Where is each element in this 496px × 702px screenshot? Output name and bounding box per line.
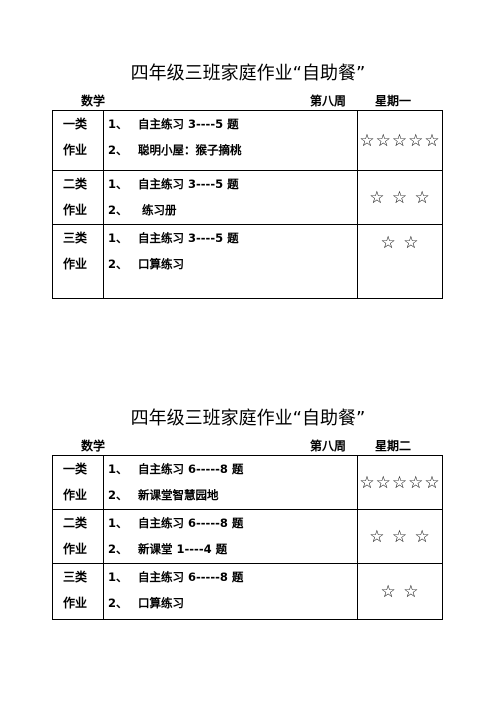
category-line: 二类: [63, 177, 88, 191]
table-row: 一类 作业 1、自主练习 3----5 题 2、聪明小屋：猴子摘桃 ☆☆☆☆☆: [52, 110, 443, 171]
list-item: 1、自主练习 3----5 题: [104, 111, 357, 137]
subject-label: 数学: [81, 439, 106, 453]
item-number: 1、: [108, 117, 128, 131]
item-text: 新课堂智慧园地: [138, 488, 219, 502]
item-number: 2、: [108, 596, 128, 610]
list-item: 2、 练习册: [104, 197, 357, 223]
list-item: 2、口算练习: [104, 251, 357, 277]
item-text: 自主练习 6-----8 题: [138, 462, 244, 476]
table-row: 二类 作业 1、自主练习 3----5 题 2、 练习册 ☆ ☆ ☆: [52, 170, 443, 225]
list-item: 1、自主练习 6-----8 题: [104, 456, 357, 482]
items-cell: 1、自主练习 3----5 题 2、口算练习: [103, 224, 358, 299]
item-number: 1、: [108, 516, 128, 530]
category-line: 三类: [63, 570, 88, 584]
item-number: 2、: [108, 542, 128, 556]
homework-table: 一类 作业 1、自主练习 6-----8 题 2、新课堂智慧园地 ☆☆☆☆☆ 二…: [52, 455, 443, 620]
table-row: 三类 作业 1、自主练习 3----5 题 2、口算练习 ☆ ☆: [52, 224, 443, 299]
category-line: 一类: [63, 117, 88, 131]
category-cell: 一类 作业: [52, 455, 104, 510]
list-item: 2、新课堂智慧园地: [104, 482, 357, 508]
items-cell: 1、自主练习 3----5 题 2、 练习册: [103, 170, 358, 225]
item-number: 1、: [108, 177, 128, 191]
item-text: 聪明小屋：猴子摘桃: [138, 143, 242, 157]
star-rating: ☆ ☆ ☆: [357, 509, 443, 564]
item-text: 口算练习: [138, 257, 184, 271]
sheet-title: 四年级三班家庭作业“自助餐”: [130, 408, 366, 429]
category-line: 二类: [63, 516, 88, 530]
item-number: 2、: [108, 143, 128, 157]
item-number: 2、: [108, 257, 128, 271]
table-row: 一类 作业 1、自主练习 6-----8 题 2、新课堂智慧园地 ☆☆☆☆☆: [52, 455, 443, 510]
list-item: 1、自主练习 6-----8 题: [104, 510, 357, 536]
table-row: 三类 作业 1、自主练习 6-----8 题 2、口算练习 ☆ ☆: [52, 563, 443, 620]
list-item: 1、自主练习 6-----8 题: [104, 564, 357, 590]
category-line: 作业: [63, 542, 88, 556]
star-rating: ☆ ☆: [357, 224, 443, 299]
category-cell: 二类 作业: [52, 509, 104, 564]
item-text: 自主练习 6-----8 题: [138, 570, 244, 584]
category-line: 作业: [63, 596, 88, 610]
item-number: 2、: [108, 203, 128, 217]
star-rating: ☆☆☆☆☆: [357, 455, 443, 510]
item-text: 自主练习 3----5 题: [138, 177, 239, 191]
category-line: 一类: [63, 462, 88, 476]
item-text: 练习册: [138, 203, 177, 217]
list-item: 2、聪明小屋：猴子摘桃: [104, 137, 357, 163]
category-line: 三类: [63, 231, 88, 245]
items-cell: 1、自主练习 3----5 题 2、聪明小屋：猴子摘桃: [103, 110, 358, 171]
category-cell: 三类 作业: [52, 224, 104, 299]
items-cell: 1、自主练习 6-----8 题 2、新课堂 1----4 题: [103, 509, 358, 564]
item-text: 自主练习 3----5 题: [138, 231, 239, 245]
list-item: 1、自主练习 3----5 题: [104, 171, 357, 197]
item-text: 新课堂 1----4 题: [138, 542, 228, 556]
category-line: 作业: [63, 257, 88, 271]
sheet-meta: 数学 第八周 星期一: [0, 92, 496, 110]
item-text: 自主练习 6-----8 题: [138, 516, 244, 530]
sheet-meta: 数学 第八周 星期二: [0, 437, 496, 455]
category-cell: 三类 作业: [52, 563, 104, 620]
list-item: 2、口算练习: [104, 590, 357, 616]
table-row: 二类 作业 1、自主练习 6-----8 题 2、新课堂 1----4 题 ☆ …: [52, 509, 443, 564]
category-cell: 一类 作业: [52, 110, 104, 171]
week-label: 第八周: [310, 439, 347, 453]
item-number: 1、: [108, 462, 128, 476]
list-item: 2、新课堂 1----4 题: [104, 536, 357, 562]
category-line: 作业: [63, 203, 88, 217]
item-number: 1、: [108, 231, 128, 245]
item-text: 口算练习: [138, 596, 184, 610]
item-number: 1、: [108, 570, 128, 584]
items-cell: 1、自主练习 6-----8 题 2、新课堂智慧园地: [103, 455, 358, 510]
category-line: 作业: [63, 143, 88, 157]
list-item: 1、自主练习 3----5 题: [104, 225, 357, 251]
week-label: 第八周: [310, 94, 347, 108]
category-line: 作业: [63, 488, 88, 502]
subject-label: 数学: [81, 94, 106, 108]
star-rating: ☆☆☆☆☆: [357, 110, 443, 171]
day-label: 星期二: [375, 439, 412, 453]
items-cell: 1、自主练习 6-----8 题 2、口算练习: [103, 563, 358, 620]
item-number: 2、: [108, 488, 128, 502]
star-rating: ☆ ☆: [357, 563, 443, 620]
item-text: 自主练习 3----5 题: [138, 117, 239, 131]
star-rating: ☆ ☆ ☆: [357, 170, 443, 225]
day-label: 星期一: [375, 94, 412, 108]
homework-table: 一类 作业 1、自主练习 3----5 题 2、聪明小屋：猴子摘桃 ☆☆☆☆☆ …: [52, 110, 443, 299]
sheet-title: 四年级三班家庭作业“自助餐”: [130, 63, 366, 84]
category-cell: 二类 作业: [52, 170, 104, 225]
